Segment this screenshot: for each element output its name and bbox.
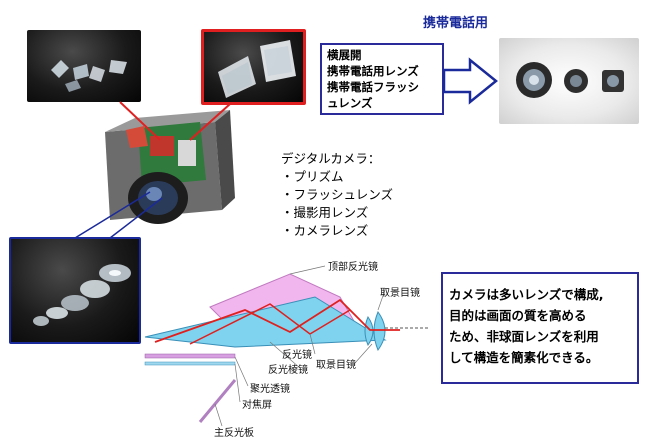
note-line: して構造を簡素化できる。: [449, 350, 599, 365]
right-arrow-icon: [442, 57, 498, 105]
camera-list-item: ・撮影用レンズ: [281, 205, 369, 220]
camera-list-title: デジタルカメラ：: [281, 151, 381, 166]
callout-line: 横展開: [327, 48, 362, 62]
prism-photo: [27, 30, 141, 102]
camera-lens-photo: [9, 237, 141, 344]
phone-use-heading: 携帯電話用: [423, 16, 489, 31]
prism-pieces-image: [51, 60, 127, 92]
main-mirror-label: 主反光板: [214, 428, 254, 439]
digital-camera-parts-list: デジタルカメラ： ・プリズム ・フラッシュレンズ ・撮影用レンズ ・カメラレンズ: [281, 150, 393, 240]
camera-list-item: ・カメラレンズ: [281, 223, 369, 238]
camera-list-item: ・フラッシュレンズ: [281, 187, 394, 202]
viewfinder-eyepiece-label: 取景目镜: [380, 288, 420, 299]
slr-optical-diagram: [144, 265, 430, 427]
camera-cutaway-image: [105, 110, 235, 224]
flash-lens-photo: [201, 29, 306, 105]
phone-lens-image: [516, 62, 624, 98]
flash-lens-pieces-image: [218, 40, 296, 98]
camera-lenses-image: [33, 264, 131, 326]
note-line: 目的は画面の質を高める: [449, 308, 587, 323]
reflector-label: 反光镜: [282, 350, 312, 361]
top-mirror-label: 顶部反光镜: [328, 262, 378, 273]
note-line: カメラは多いレンズで構成,: [449, 287, 604, 302]
callout-line: 携帯電話用レンズ: [327, 64, 419, 78]
callout-line: ュレンズ: [327, 96, 373, 110]
aspheric-lens-note: カメラは多いレンズで構成, 目的は画面の質を高める ため、非球面レンズを利用 し…: [441, 272, 639, 384]
reflecting-prism-label: 反光棱镜: [268, 365, 308, 376]
condenser-lens-label: 聚光透镜: [250, 384, 290, 395]
camera-list-item: ・プリズム: [281, 169, 344, 184]
viewfinder-eyepiece-label-2: 取景目镜: [316, 360, 356, 371]
callout-line: 携帯電話フラッシ: [327, 80, 419, 94]
phone-lens-photo: [499, 38, 639, 124]
focusing-screen-label: 对焦屏: [242, 400, 272, 411]
note-line: ため、非球面レンズを利用: [449, 329, 599, 344]
